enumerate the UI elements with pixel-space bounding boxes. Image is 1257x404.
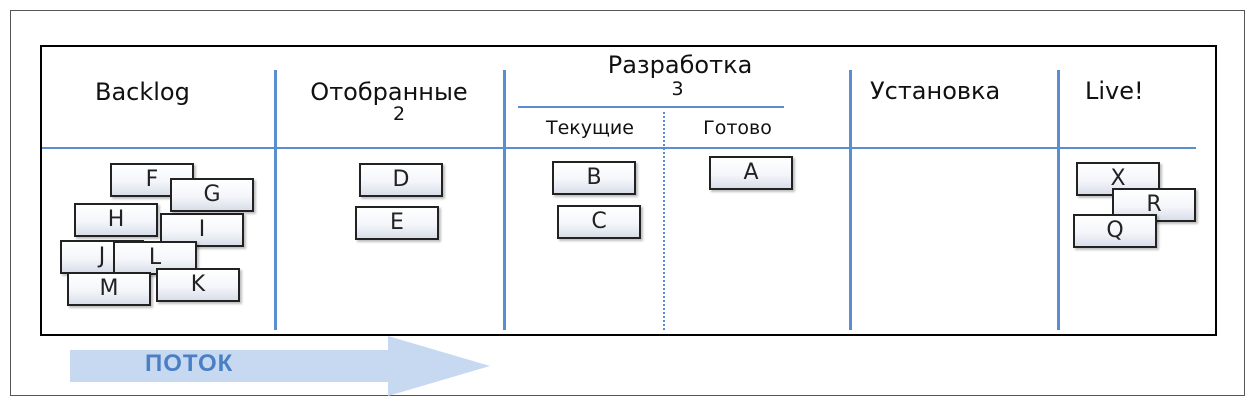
flow-label: ПОТОК: [145, 350, 234, 377]
column-limit-development: 3: [671, 78, 684, 100]
card-backlog[interactable]: G: [170, 178, 254, 212]
card-dev-current[interactable]: C: [557, 205, 641, 239]
flow-arrow-icon: [70, 336, 490, 396]
header-divider: [42, 147, 1196, 149]
column-title-backlog: Backlog: [95, 78, 190, 106]
column-divider: [1057, 70, 1060, 330]
card-dev-current[interactable]: B: [552, 161, 636, 195]
card-dev-done[interactable]: A: [709, 156, 793, 190]
column-limit-selected: 2: [392, 103, 406, 125]
development-split-divider: [663, 112, 665, 330]
card-backlog[interactable]: K: [156, 268, 240, 302]
column-sub-current: Текущие: [546, 117, 634, 139]
column-title-selected: Отобранные: [310, 78, 468, 106]
column-divider: [849, 70, 852, 330]
column-sub-done: Готово: [703, 117, 772, 139]
column-title-development: Разработка: [607, 51, 753, 79]
development-subheader-divider: [518, 106, 784, 108]
card-selected[interactable]: E: [355, 206, 439, 240]
card-backlog[interactable]: H: [74, 203, 158, 237]
column-divider: [503, 70, 506, 330]
column-title-deploy: Установка: [870, 77, 1001, 105]
column-divider: [274, 70, 277, 330]
column-title-live: Live!: [1085, 77, 1144, 105]
card-backlog[interactable]: M: [67, 272, 151, 306]
card-selected[interactable]: D: [359, 163, 443, 197]
card-live[interactable]: Q: [1073, 214, 1157, 248]
